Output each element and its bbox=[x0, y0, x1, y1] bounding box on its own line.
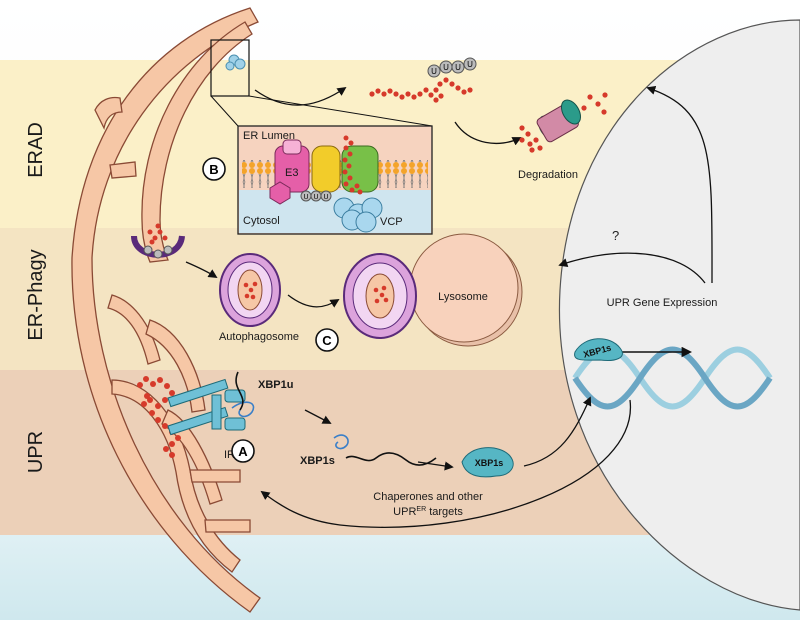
xbp1s-mrna bbox=[345, 452, 437, 466]
arrow-chaperones-to-er bbox=[260, 399, 631, 528]
ubiquitin-label: U bbox=[455, 63, 461, 72]
arrow-to-fusion bbox=[287, 294, 340, 308]
arrow-to-autophagosome bbox=[185, 261, 218, 278]
autophagosome-label: Autophagosome bbox=[219, 331, 299, 343]
nucleus bbox=[558, 19, 800, 611]
arrow-upr-to-erad bbox=[646, 85, 713, 284]
marker-b-label: B bbox=[209, 162, 218, 177]
ubiquitinated-protein: U U U U bbox=[369, 57, 477, 103]
ubiquitin-label: U bbox=[313, 194, 318, 201]
inset-connector bbox=[248, 95, 433, 127]
xbp1u-mrna bbox=[235, 371, 244, 411]
ubiquitin-label: U bbox=[431, 67, 437, 76]
autophagosome bbox=[219, 253, 281, 327]
vcp-complex bbox=[333, 197, 383, 233]
question-mark: ? bbox=[612, 228, 619, 243]
er-phagy-budding-site bbox=[131, 223, 185, 259]
ubiquitin-chain-inset: U U U bbox=[300, 190, 332, 202]
degradation-label: Degradation bbox=[518, 169, 578, 181]
ubiquitin-label: U bbox=[303, 194, 308, 201]
protein-chain-inset bbox=[342, 135, 363, 195]
vcp-label: VCP bbox=[380, 216, 403, 228]
inset-connector bbox=[210, 95, 239, 127]
arrow-to-proteasome bbox=[454, 121, 522, 146]
ubiquitin-label: U bbox=[443, 63, 449, 72]
marker-a-label: A bbox=[238, 444, 248, 459]
xbp1s-protein bbox=[461, 447, 514, 478]
erad-inset: ER Lumen Cytosol E3 VCP U U U bbox=[237, 125, 433, 235]
ire1-dimer bbox=[167, 378, 246, 436]
marker-c bbox=[315, 328, 339, 352]
xbp1s-on-dna bbox=[574, 338, 623, 361]
marker-c-label: C bbox=[322, 333, 332, 348]
e3-label: E3 bbox=[285, 167, 298, 179]
section-label-upr: UPR bbox=[25, 431, 47, 473]
arrow-splicing bbox=[304, 409, 332, 424]
xbp1s-excised-loop bbox=[333, 434, 349, 450]
ubiquitin-label: U bbox=[323, 194, 328, 201]
inset-highlight-box bbox=[210, 39, 250, 97]
upr-gene-expression-label: UPR Gene Expression bbox=[607, 297, 718, 309]
arrow-upr-to-lysosome bbox=[558, 252, 706, 284]
ubiquitin-label: U bbox=[467, 60, 473, 69]
xbp1u-label: XBP1u bbox=[258, 379, 293, 391]
xbp1s-label: XBP1s bbox=[300, 455, 335, 467]
xbp1s-protein-label: XBP1s bbox=[475, 458, 504, 468]
proteasome bbox=[519, 92, 608, 153]
marker-a bbox=[231, 439, 255, 463]
section-label-erphagy: ER-Phagy bbox=[25, 249, 47, 340]
lysosome bbox=[343, 233, 523, 347]
retrotranslocon-yellow bbox=[311, 145, 341, 193]
marker-b bbox=[202, 157, 226, 181]
misfolded-protein-erad-entry bbox=[225, 54, 246, 71]
cytosol-label: Cytosol bbox=[243, 215, 280, 227]
arrow-xbp1s-to-nucleus bbox=[523, 396, 592, 467]
section-label-erad: ERAD bbox=[25, 122, 47, 178]
arrow-to-ubiquitinated-protein bbox=[254, 86, 347, 106]
chaperones-label-line2: UPRER targets bbox=[393, 506, 463, 518]
lysosome-label: Lysosome bbox=[438, 291, 488, 303]
arrow-translation bbox=[417, 461, 454, 471]
chaperones-label-line1: Chaperones and other bbox=[373, 491, 483, 503]
er-lumen-label: ER Lumen bbox=[243, 130, 295, 142]
